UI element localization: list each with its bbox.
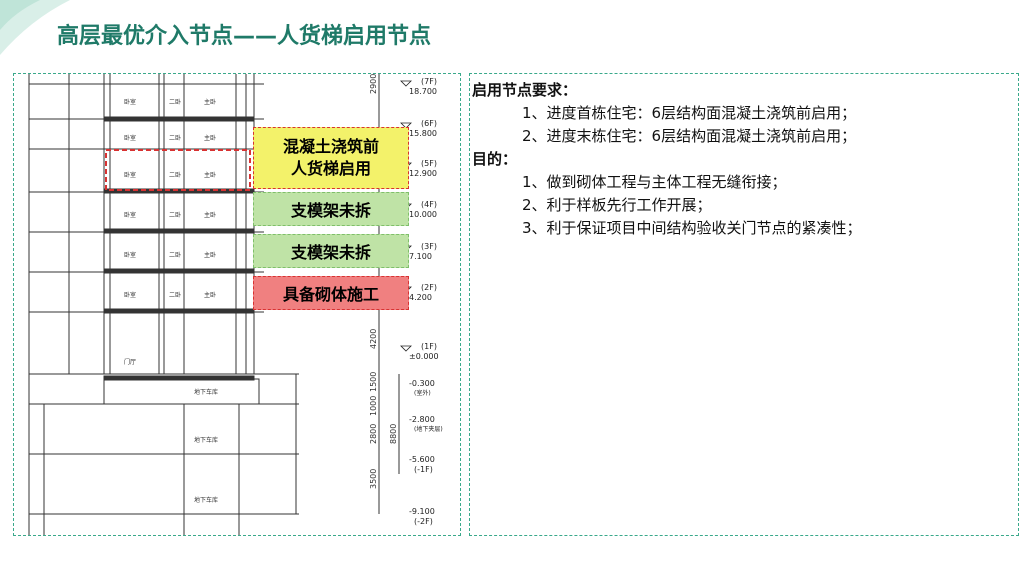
requirements-panel: 启用节点要求： 1、进度首栋住宅：6层结构面混凝土浇筑前启用； 2、进度末栋住宅… <box>469 73 1019 536</box>
room-label: 二卧 <box>169 291 181 299</box>
room-label: 地下车库 <box>194 388 218 396</box>
requirement-item: 2、进度末栋住宅：6层结构面混凝土浇筑前启用； <box>522 127 857 145</box>
room-label: 主卧 <box>204 134 216 142</box>
dimension-label: 1500 <box>369 372 378 392</box>
room-label: 卧室 <box>124 251 136 259</box>
room-label: 地下车库 <box>194 496 218 504</box>
callout-text: 具备砌体施工 <box>282 285 379 304</box>
basement-elevation: -9.100 <box>409 507 435 516</box>
floor-elevation: 7.100 <box>409 252 432 261</box>
floor-level: (5F) <box>421 159 437 168</box>
floor-elevation: 12.900 <box>409 169 437 178</box>
callout-line: 混凝土浇筑前 <box>282 137 379 156</box>
dimension-label: 3500 <box>369 469 378 489</box>
basement-note: (-2F) <box>414 517 433 526</box>
floor-elevation: 4.200 <box>409 293 432 302</box>
room-label: 主卧 <box>204 251 216 259</box>
room-label: 二卧 <box>169 134 181 142</box>
floor-elevation: 18.700 <box>409 87 437 96</box>
room-label: 二卧 <box>169 211 181 219</box>
callout-pour-before-hoist: 混凝土浇筑前 人货梯启用 <box>253 127 409 189</box>
room-label: 二卧 <box>169 251 181 259</box>
callout-text: 支模架未拆 <box>290 243 371 262</box>
room-label: 卧室 <box>124 171 136 179</box>
dimension-label: 2900 <box>369 74 378 94</box>
callout-text: 支模架未拆 <box>290 201 371 220</box>
callout-formwork-not-removed-1: 支模架未拆 <box>253 192 409 226</box>
room-label: 卧室 <box>124 98 136 106</box>
goal-item: 3、利于保证项目中间结构验收关门节点的紧凑性； <box>522 219 862 237</box>
basement-note: (室外) <box>414 389 431 397</box>
room-label: 主卧 <box>204 211 216 219</box>
section-drawing-panel: 卧室 二卧 主卧 卧室 二卧 主卧 卧室 二卧 主卧 卧室 二卧 主卧 卧室 二… <box>13 73 461 536</box>
room-label: 主卧 <box>204 291 216 299</box>
dimension-label: 8800 <box>389 424 398 444</box>
floor-level: (7F) <box>421 77 437 86</box>
callout-formwork-not-removed-2: 支模架未拆 <box>253 234 409 268</box>
slide-title: 高层最优介入节点——人货梯启用节点 <box>57 24 432 49</box>
building-section-drawing: 卧室 二卧 主卧 卧室 二卧 主卧 卧室 二卧 主卧 卧室 二卧 主卧 卧室 二… <box>28 74 443 535</box>
room-label: 卧室 <box>124 211 136 219</box>
basement-elevation: -5.600 <box>409 455 435 464</box>
room-label: 卧室 <box>124 134 136 142</box>
room-label: 地下车库 <box>194 436 218 444</box>
floor-level: (4F) <box>421 200 437 209</box>
callout-line: 人货梯启用 <box>290 159 371 178</box>
basement-note: (地下夹层) <box>414 425 443 433</box>
floor-level: (1F) <box>421 342 437 351</box>
room-label: 主卧 <box>204 98 216 106</box>
dimension-label: 4200 <box>369 329 378 349</box>
floor-elevation: 10.000 <box>409 210 437 219</box>
goal-item: 2、利于样板先行工作开展； <box>522 196 712 214</box>
dimension-label: 1000 <box>369 396 378 416</box>
dimension-label: 2800 <box>369 424 378 444</box>
room-label: 主卧 <box>204 171 216 179</box>
requirements-heading: 启用节点要求： <box>472 81 578 99</box>
room-label: 二卧 <box>169 171 181 179</box>
floor-level: (3F) <box>421 242 437 251</box>
goals-heading: 目的： <box>472 150 518 168</box>
floor-level: (6F) <box>421 119 437 128</box>
room-label: 卧室 <box>124 291 136 299</box>
room-label: 门厅 <box>124 358 136 366</box>
requirement-item: 1、进度首栋住宅：6层结构面混凝土浇筑前启用； <box>522 104 857 122</box>
floor-level: (2F) <box>421 283 437 292</box>
basement-elevation: -2.800 <box>409 415 435 424</box>
basement-note: (-1F) <box>414 465 433 474</box>
floor-elevation: ±0.000 <box>409 352 439 361</box>
floor-elevation: 15.800 <box>409 129 437 138</box>
goal-item: 1、做到砌体工程与主体工程无缝衔接； <box>522 173 787 191</box>
callout-masonry-ready: 具备砌体施工 <box>253 276 409 310</box>
basement-elevation: -0.300 <box>409 379 435 388</box>
room-label: 二卧 <box>169 98 181 106</box>
corner-decoration <box>0 0 70 55</box>
